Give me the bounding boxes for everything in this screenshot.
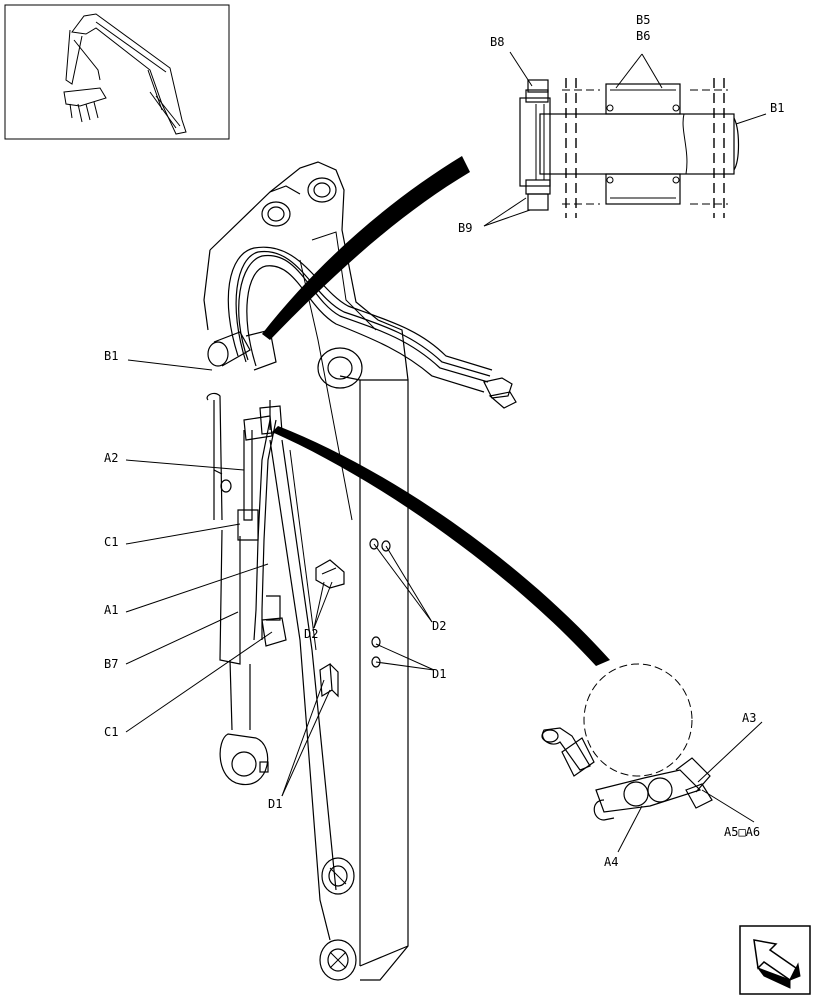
pivot-pin: [207, 329, 283, 441]
callout-d1-right: D1: [432, 667, 446, 681]
callout-d1-bottom: D1: [268, 797, 282, 811]
excavator-boom-locator-icon: [63, 13, 187, 135]
clamp-detail-view: [541, 663, 713, 821]
callout-a5-a6: A5□A6: [724, 825, 760, 839]
return-arrow-icon[interactable]: [739, 925, 811, 995]
callout-b5: B5: [636, 13, 650, 27]
callout-b7: B7: [104, 657, 118, 671]
callout-d2-right: D2: [432, 619, 446, 633]
callout-b1-detail: B1: [770, 101, 784, 115]
hydraulic-hoses: [227, 246, 517, 641]
hose-clamp-brackets: [315, 538, 391, 698]
callout-b6: B6: [636, 29, 650, 43]
callout-a1: A1: [104, 603, 118, 617]
detail-zoom-sweeps: [262, 156, 610, 666]
hydraulic-cylinder: [206, 392, 287, 785]
callout-a2: A2: [104, 451, 118, 465]
callout-c1-upper: C1: [104, 535, 118, 549]
locator-thumbnail: [4, 4, 230, 140]
callout-b9: B9: [458, 221, 472, 235]
callout-d2-left: D2: [304, 627, 318, 641]
callout-c1-lower: C1: [104, 725, 118, 739]
callout-labels: B5 B6 B8 B1 B9 B1 A2 C1 A1 B7 C1 D2 D2 D…: [104, 13, 784, 869]
leader-lines: [125, 51, 767, 853]
callout-b1: B1: [104, 349, 118, 363]
callout-a3: A3: [742, 711, 756, 725]
pin-detail-view: [519, 78, 740, 218]
callout-a4: A4: [604, 855, 618, 869]
callout-b8: B8: [490, 35, 504, 49]
